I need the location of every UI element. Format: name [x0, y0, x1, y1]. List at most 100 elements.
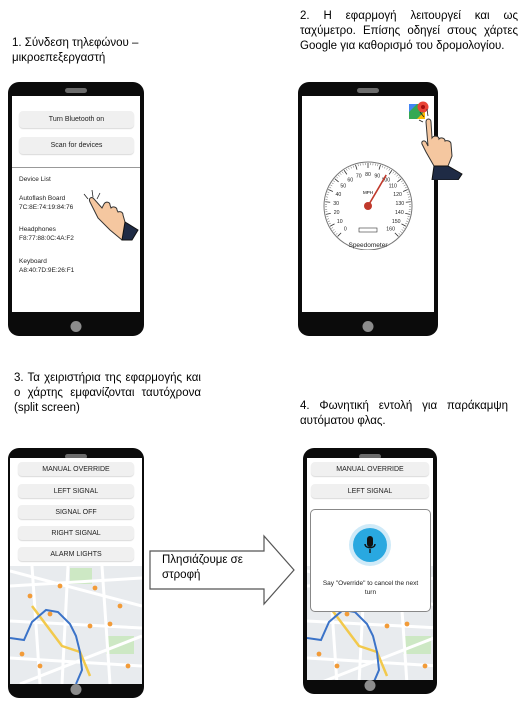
phone-frame-3: MANUAL OVERRIDE LEFT SIGNAL SIGNAL OFF R…	[8, 448, 144, 698]
manual-override-button[interactable]: MANUAL OVERRIDE	[311, 462, 429, 476]
gauge-tick-label: 10	[337, 219, 343, 225]
gauge-tick	[331, 227, 334, 229]
caption-step-4: 4. Φωνητική εντολή για παράκαμψη αυτόματ…	[300, 400, 508, 427]
gauge-tick	[407, 194, 410, 196]
caption-step-2: 2. Η εφαρμογή λειτουργεί και ως ταχύμετρ…	[300, 10, 518, 52]
gauge-tick	[405, 222, 408, 225]
gauge-tick	[405, 213, 411, 215]
microphone-button[interactable]	[349, 524, 391, 566]
device-name: Keyboard	[19, 258, 47, 265]
gauge-tick	[388, 168, 390, 171]
speedometer-label: Speedometer	[348, 242, 388, 249]
gauge-tick	[334, 231, 336, 233]
phone-speaker	[65, 454, 87, 459]
home-button[interactable]	[70, 321, 82, 332]
map-poi-marker	[316, 651, 322, 657]
map-road	[10, 569, 142, 608]
gauge-tick	[402, 227, 405, 229]
gauge-tick	[350, 166, 352, 169]
gauge-tick	[400, 231, 402, 233]
turn-bluetooth-on-button[interactable]: Turn Bluetooth on	[19, 111, 134, 128]
left-signal-button[interactable]: LEFT SIGNAL	[18, 484, 134, 498]
device-item-headphones[interactable]: Headphones F8:77:88:0C:4A:F2	[19, 226, 109, 244]
tapping-hand-icon	[83, 189, 139, 241]
device-item-keyboard[interactable]: Keyboard A8:40:7D:9E:26:F1	[19, 258, 109, 276]
gauge-tick	[339, 173, 342, 175]
map-poi-marker	[92, 585, 98, 591]
map-poi-marker	[107, 621, 113, 627]
gauge-tick	[401, 223, 407, 227]
gauge-tick	[403, 184, 406, 187]
gauge-tick	[398, 233, 401, 235]
arrow-text: Πλησιάζουμε σε στροφή	[162, 554, 243, 581]
phone-frame-4: MANUAL OVERRIDE LEFT SIGNAL Say "Overrid…	[303, 448, 437, 694]
map-poi-marker	[125, 663, 131, 669]
map-poi-marker	[344, 611, 350, 617]
signal-off-button[interactable]: SIGNAL OFF	[18, 505, 134, 519]
gauge-tick	[327, 218, 330, 220]
gauge-tick-label: 150	[392, 219, 401, 225]
gauge-tick	[328, 189, 334, 192]
gauge-tick	[396, 174, 398, 177]
gauge-tick	[338, 174, 340, 177]
gauge-tick	[394, 173, 397, 175]
gauge-tick-label: 30	[333, 201, 339, 207]
device-mac: A8:40:7D:9E:26:F1	[19, 267, 75, 274]
gauge-tick	[329, 187, 332, 189]
voice-prompt-text: Say "Override" to cancel the next turn	[322, 580, 419, 596]
device-mac: F8:77:88:0C:4A:F2	[19, 235, 74, 242]
gauge-tick	[326, 194, 329, 196]
gauge-tick-label: 80	[365, 172, 371, 178]
gauge-tick	[326, 216, 329, 218]
map-road	[100, 566, 112, 684]
gauge-tick	[346, 168, 348, 171]
device-list-title: Device List	[19, 176, 51, 183]
map-highway	[328, 605, 389, 677]
left-signal-button[interactable]: LEFT SIGNAL	[311, 484, 429, 498]
gauge-tick-label: 60	[347, 177, 353, 183]
phone-speaker	[357, 88, 379, 93]
map-poi-marker	[334, 663, 340, 669]
map-poi-marker	[19, 651, 25, 657]
scan-devices-button[interactable]: Scan for devices	[19, 137, 134, 154]
home-button[interactable]	[70, 684, 82, 695]
gauge-tick	[397, 176, 400, 179]
map-view[interactable]	[10, 566, 142, 684]
right-signal-button[interactable]: RIGHT SIGNAL	[18, 526, 134, 540]
map-poi-marker	[47, 611, 53, 617]
gauge-needle	[367, 174, 387, 207]
gauge-tick	[334, 178, 339, 183]
gauge-tick	[330, 184, 333, 187]
home-button[interactable]	[364, 680, 376, 691]
gauge-tick	[388, 170, 393, 175]
gauge-tick	[404, 187, 407, 189]
phone-speaker	[359, 454, 381, 459]
alarm-lights-button[interactable]: ALARM LIGHTS	[18, 547, 134, 561]
gauge-tick	[406, 220, 409, 222]
google-maps-icon[interactable]	[409, 101, 431, 121]
gauge-odometer	[358, 227, 378, 233]
gauge-tick-label: 130	[396, 201, 405, 207]
device-mac: 7C:8E:74:19:84:76	[19, 204, 74, 211]
gauge-tick-label: 70	[356, 173, 362, 179]
gauge-tick	[384, 166, 386, 169]
device-item-autoflash[interactable]: Autoflash Board 7C:8E:74:19:84:76	[19, 195, 109, 213]
gauge-tick-label: 0	[344, 227, 347, 233]
gauge-hub	[364, 202, 372, 210]
map-poi-marker	[57, 583, 63, 589]
gauge-tick	[406, 218, 409, 220]
gauge-tick-label: 160	[386, 227, 395, 233]
tapping-hand-icon	[418, 108, 463, 180]
gauge-tick	[392, 171, 395, 174]
gauge-tick	[382, 165, 384, 168]
divider	[12, 167, 140, 168]
gauge-tick-label: 20	[334, 210, 340, 216]
gauge-tick	[401, 180, 403, 183]
gauge-tick	[335, 233, 338, 235]
gauge-tick	[394, 232, 399, 237]
home-button[interactable]	[362, 321, 374, 332]
gauge-tick	[341, 171, 344, 174]
manual-override-button[interactable]: MANUAL OVERRIDE	[18, 462, 134, 476]
gauge-tick-label: 140	[395, 210, 404, 216]
